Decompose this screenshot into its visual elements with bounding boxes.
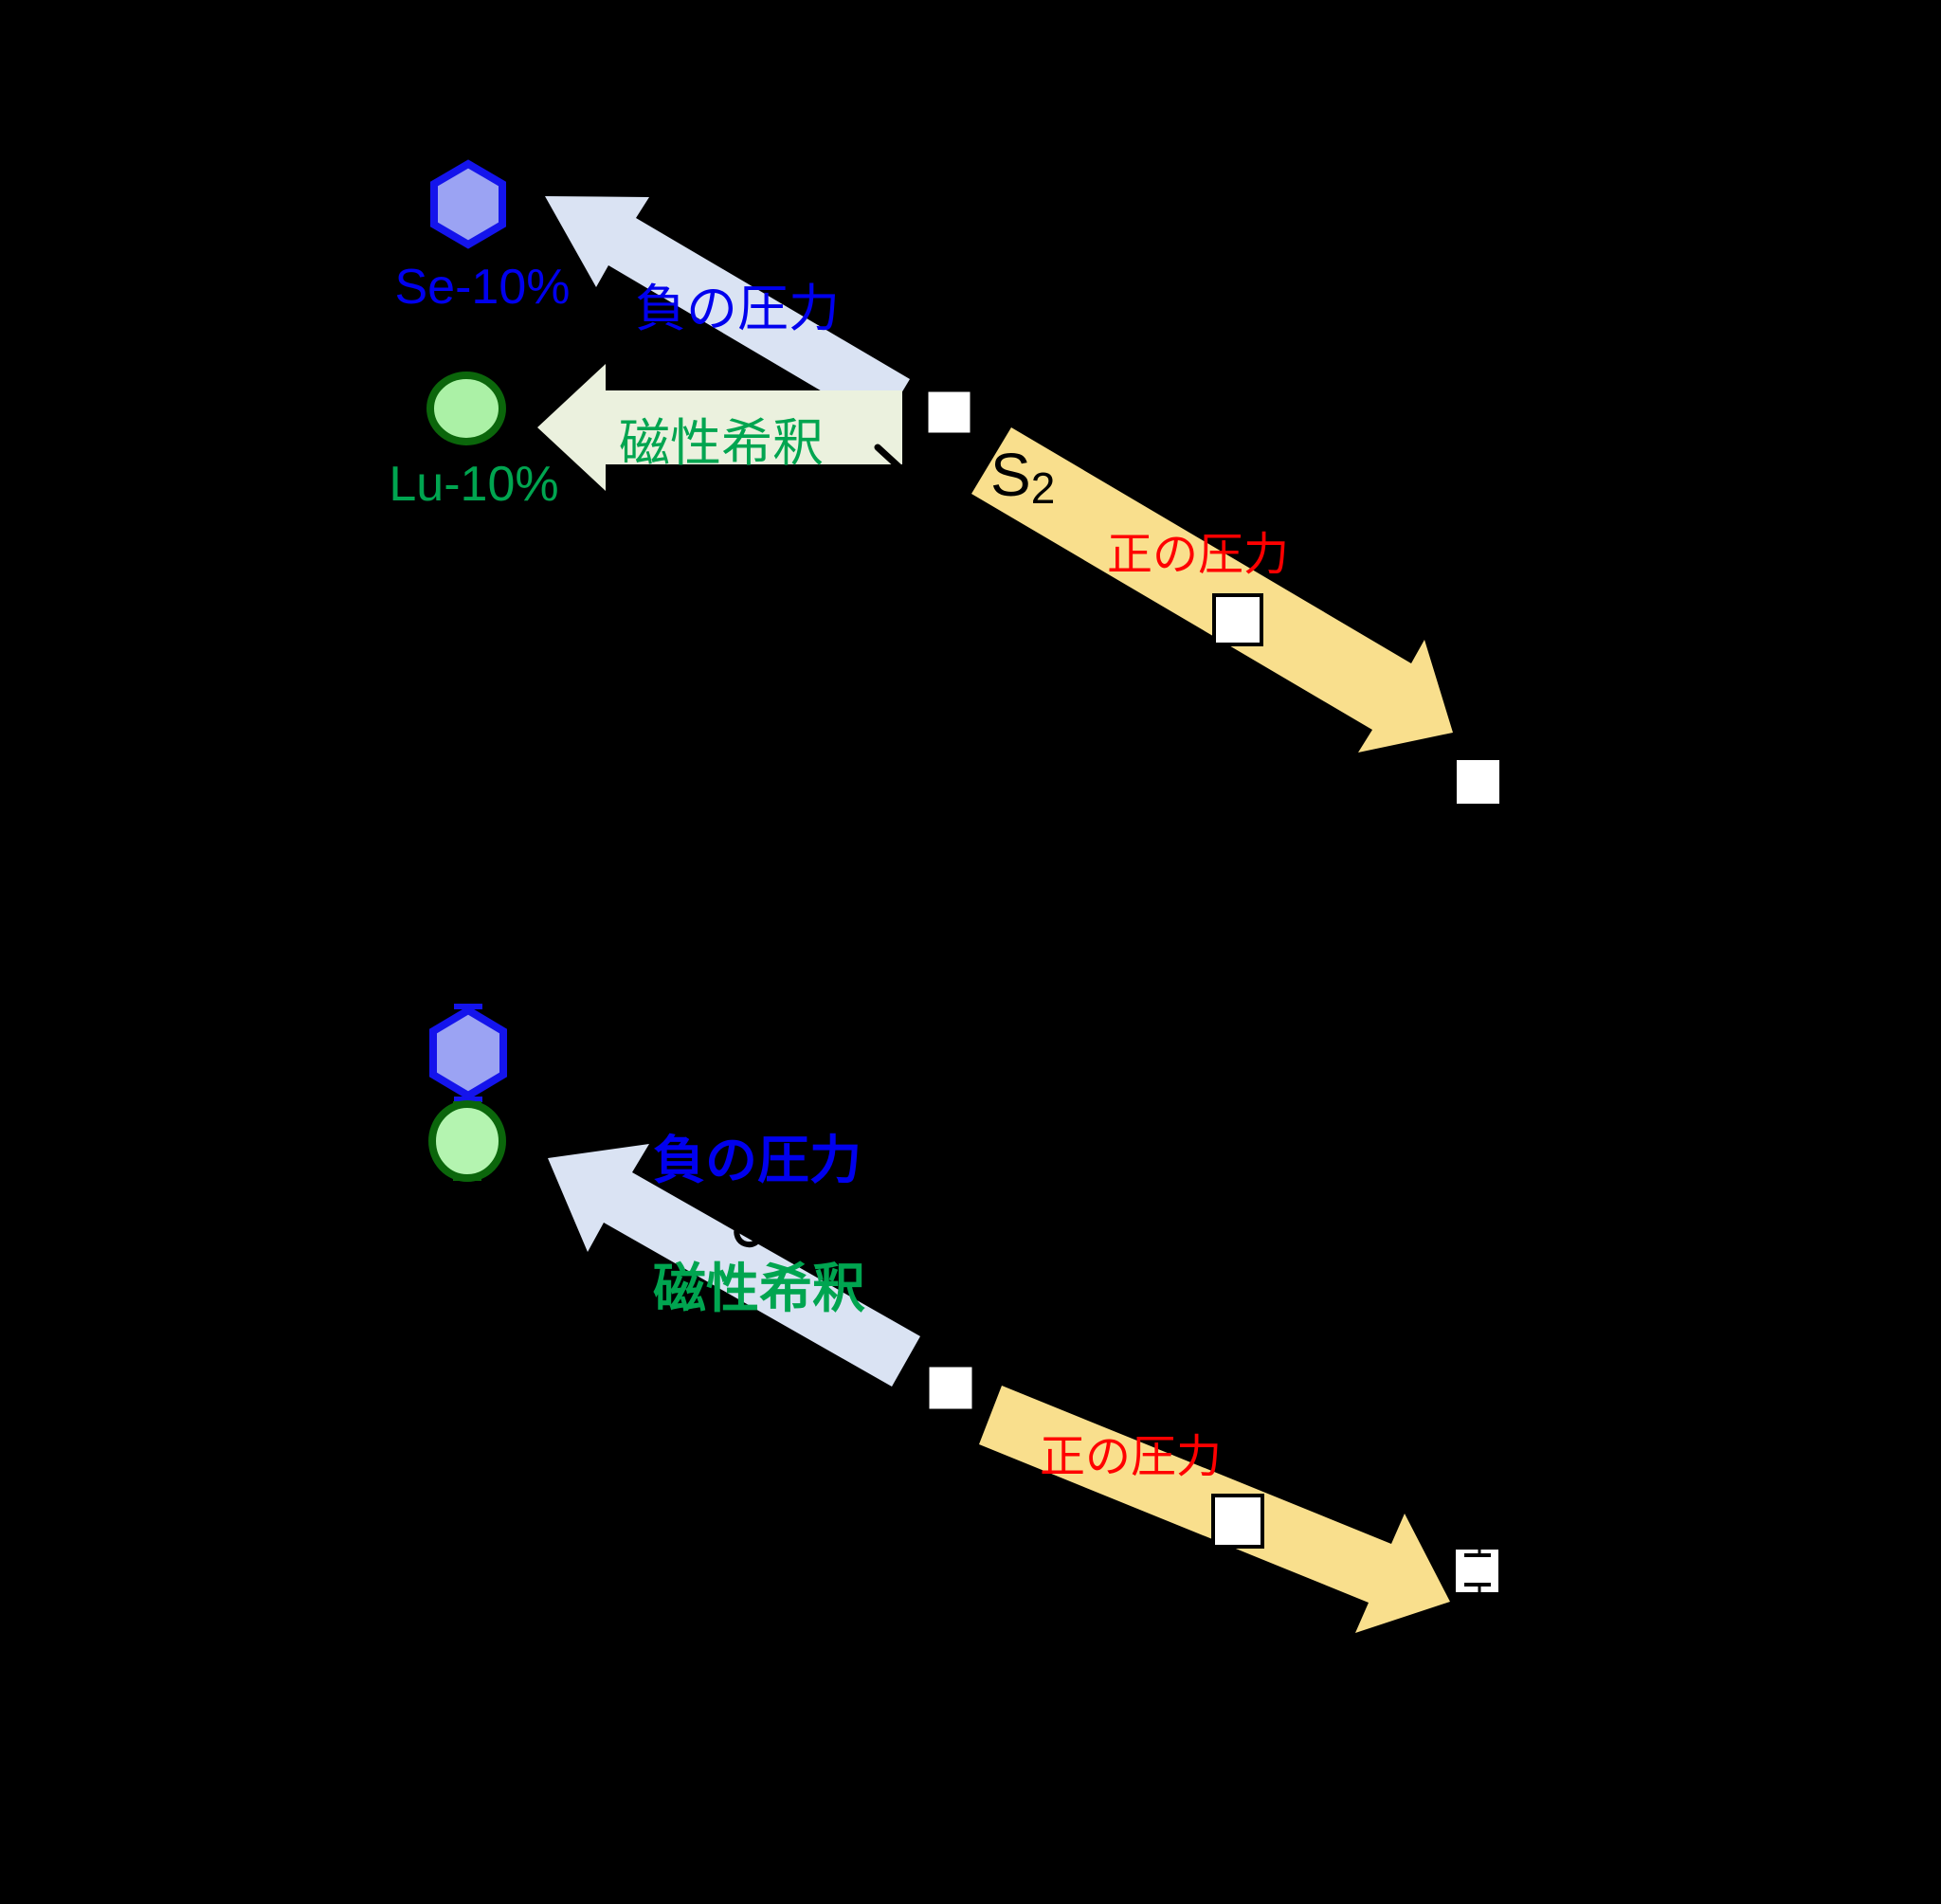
magnetic-dilution-label: 磁性希釈 <box>653 1259 865 1318</box>
pressure-square-marker-mid <box>1211 1494 1264 1549</box>
se-hexagon-marker <box>429 1006 507 1100</box>
formula-fragment-base: S <box>990 441 1031 509</box>
formula-stroke-fragment <box>874 444 904 472</box>
pressure-square-marker-mid <box>1212 593 1263 646</box>
formula-fragment-subscript: 2 <box>1031 463 1056 513</box>
positive-pressure-arrow-icon <box>971 427 1453 753</box>
negative-pressure-arrow-icon <box>548 1144 920 1387</box>
positive-pressure-label: 正の圧力 <box>1107 530 1289 580</box>
parent-square-marker <box>925 389 973 436</box>
top-panel: S2 負の圧力 磁性希釈 正の圧力 Se-10% Lu-10% <box>389 159 1501 806</box>
se-marker-label: Se-10% <box>395 260 571 315</box>
lu-marker-label: Lu-10% <box>389 457 558 512</box>
positive-pressure-label: 正の圧力 <box>1040 1432 1222 1482</box>
magnetic-dilution-label: 磁性希釈 <box>619 415 824 472</box>
parent-square-marker <box>926 1364 975 1412</box>
bottom-panel: 負の圧力 磁性希釈 正の圧力 <box>428 1004 1500 1633</box>
magnetic-dilution-arrow-icon <box>537 364 902 491</box>
negative-pressure-arrow-icon <box>545 196 910 426</box>
lu-circle-marker <box>426 372 506 445</box>
se-hexagon-marker <box>430 159 506 249</box>
negative-pressure-label: 負の圧力 <box>635 281 840 337</box>
negative-pressure-label: 負の圧力 <box>653 1131 862 1189</box>
pressure-square-marker-end <box>1455 758 1501 806</box>
lu-circle-marker <box>428 1100 506 1182</box>
formula-fragment-label: S2 <box>990 441 1055 513</box>
hidden-text-fragment <box>734 1217 764 1248</box>
